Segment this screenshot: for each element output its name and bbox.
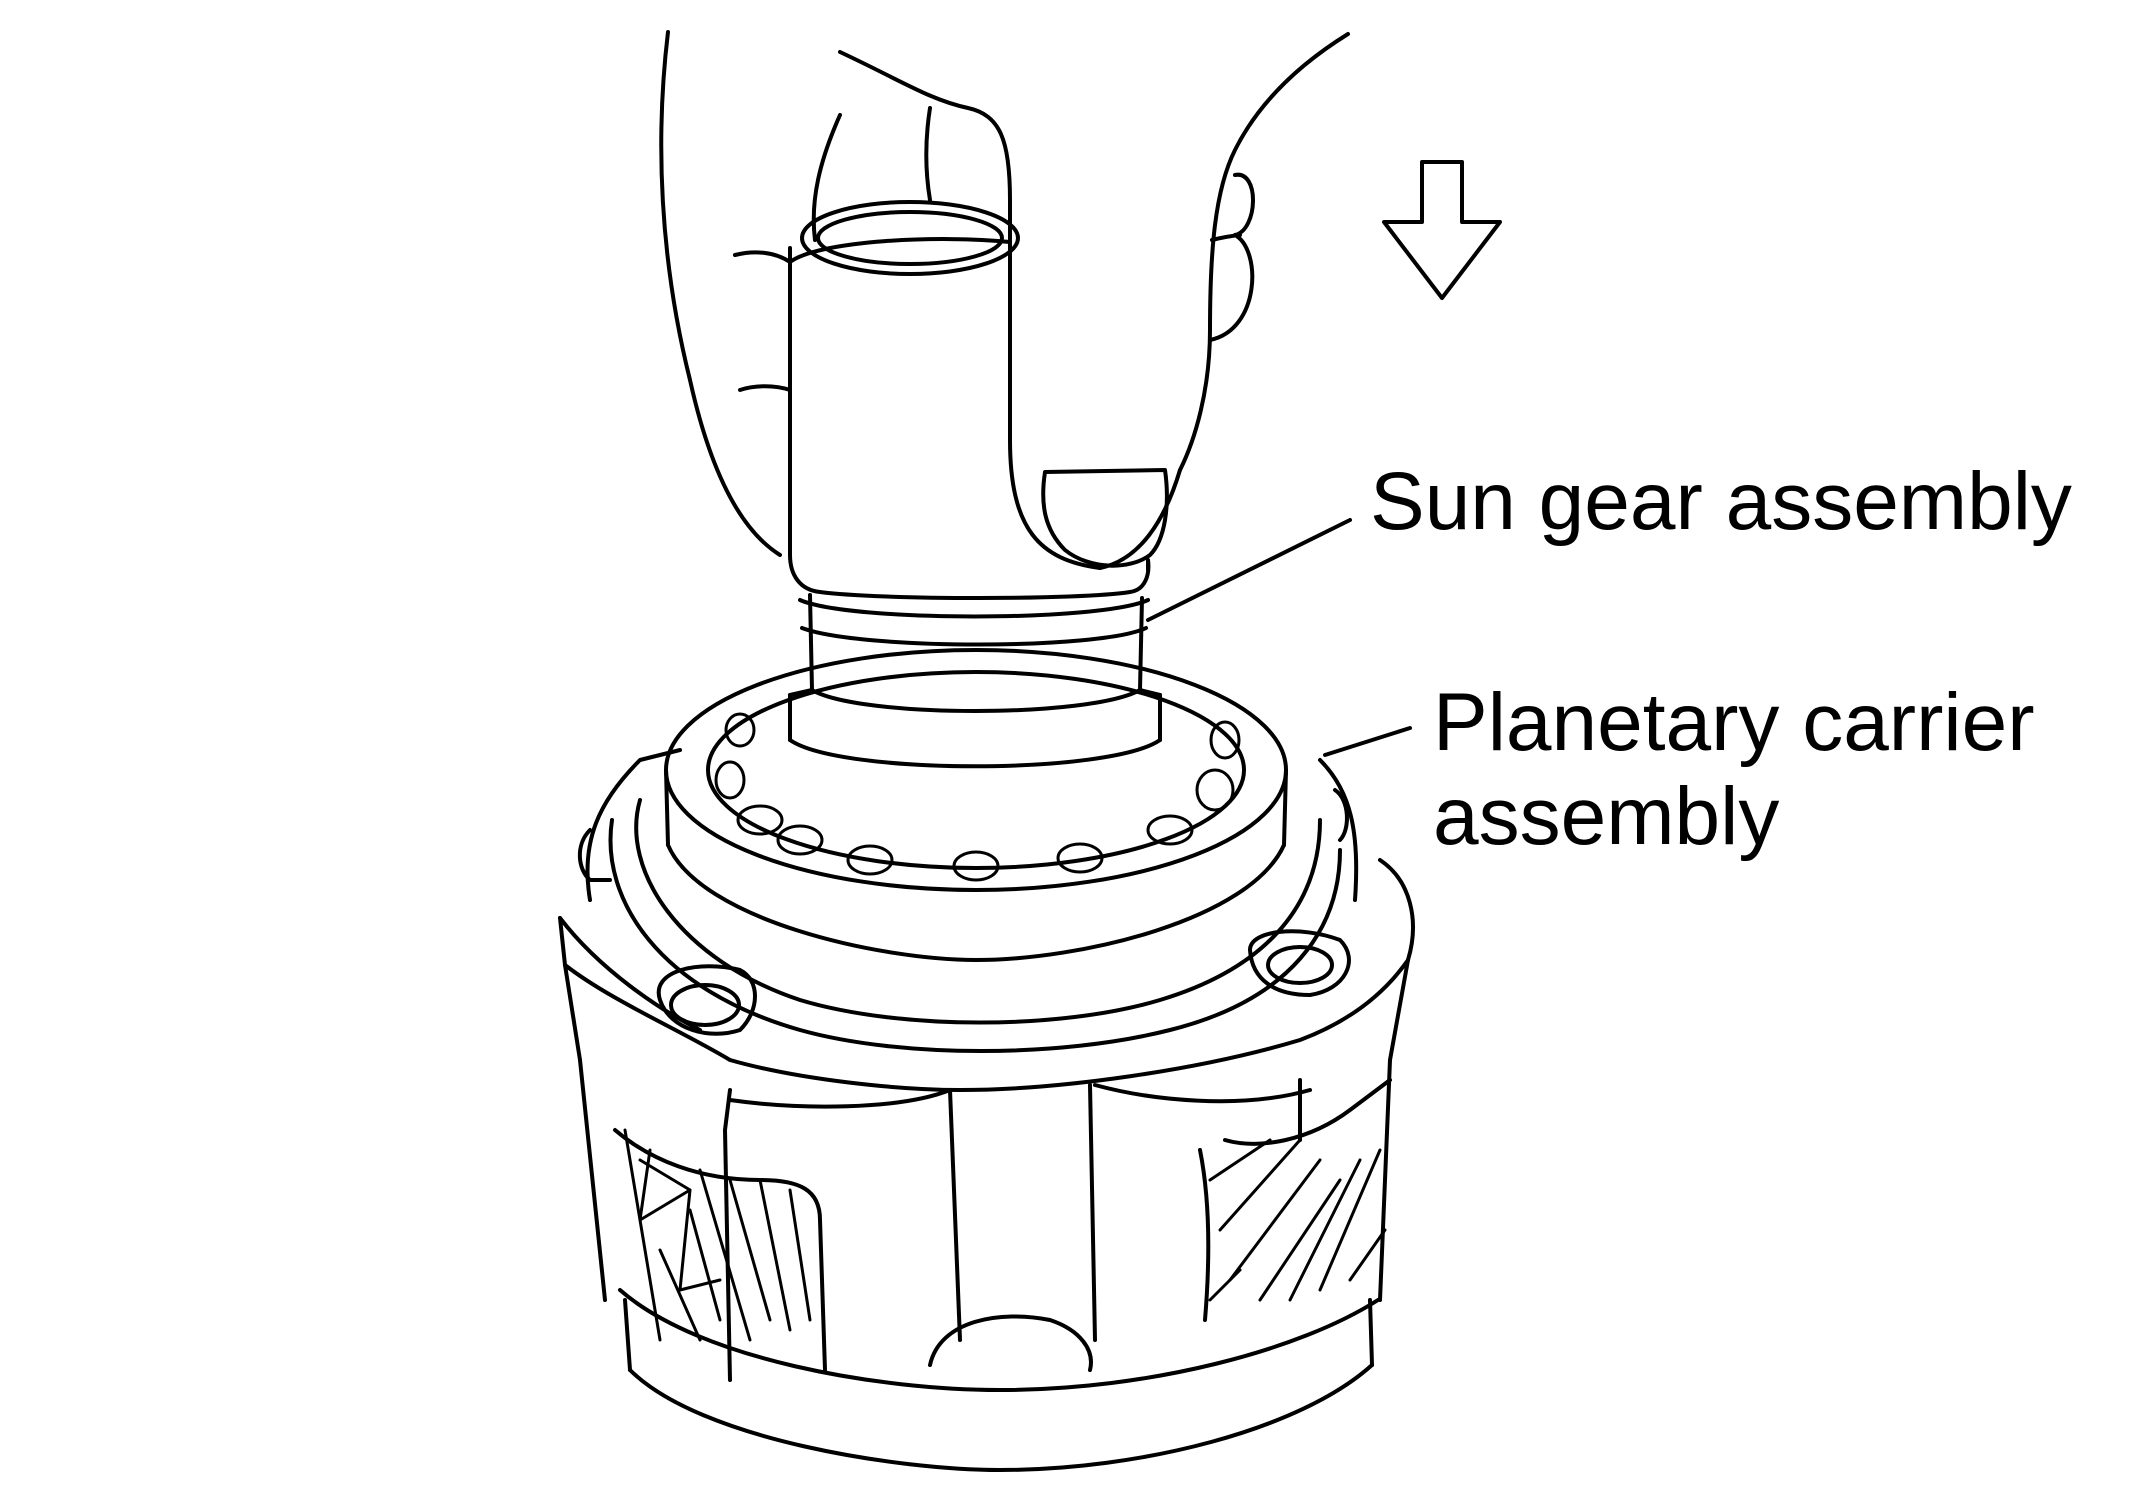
sun-gear-assembly — [788, 200, 1162, 769]
hand-illustration — [659, 30, 1350, 570]
bearing-rings — [608, 648, 1342, 1053]
planetary-carrier-label-line1: Planetary carrier — [1433, 677, 2035, 768]
down-arrow-icon — [1382, 160, 1502, 300]
planetary-carrier-label-line2: assembly — [1433, 771, 1780, 862]
planetary-carrier-leader-line — [1323, 726, 1412, 757]
sun-gear-label: Sun gear assembly — [1370, 456, 2072, 547]
sun-gear-leader-line — [1146, 518, 1352, 622]
leader-lines — [1146, 518, 1412, 757]
planetary-carrier-assembly — [558, 748, 1415, 1472]
planetary-carrier-label: Planetary carrier assembly — [1433, 676, 2035, 864]
